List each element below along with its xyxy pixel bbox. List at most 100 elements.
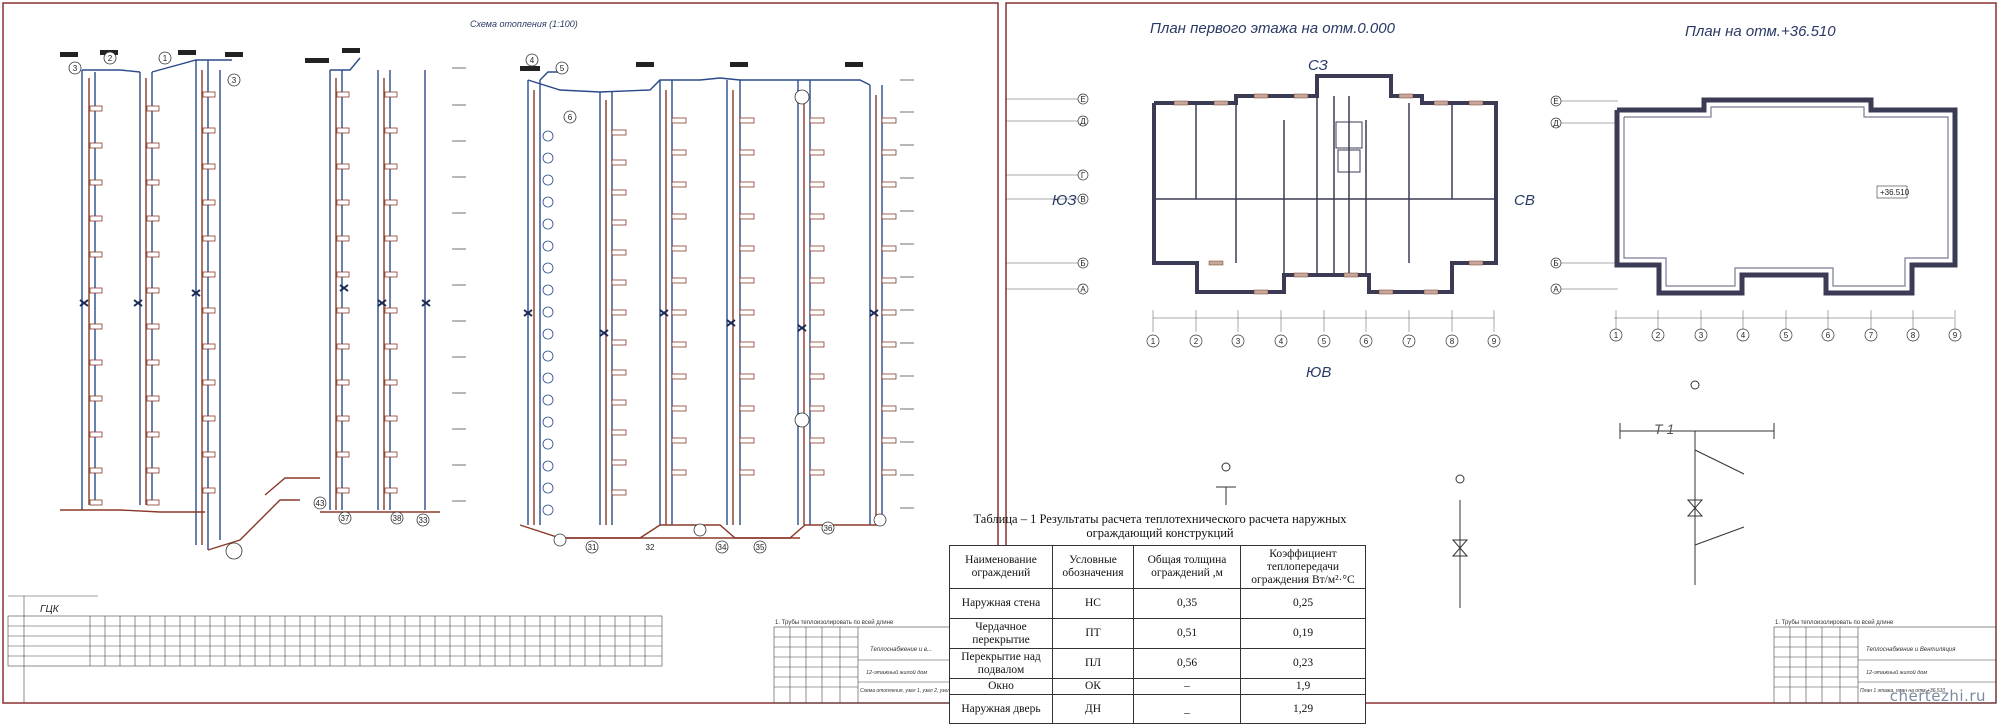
valve-marks: [79, 284, 879, 337]
axis-number: 2: [1656, 331, 1661, 340]
node-label: 43: [316, 499, 325, 508]
table-cell: 0,19: [1240, 618, 1366, 649]
plan2-title: План на отм.+36.510: [1685, 23, 1836, 40]
watermark: chertezhi.ru: [1889, 687, 1986, 705]
riser-number: 1: [163, 54, 168, 63]
riser-group-1: [81, 59, 232, 550]
node-label: 32: [646, 543, 655, 552]
axis-number: 5: [1784, 331, 1789, 340]
table-cell: 0,56: [1133, 648, 1241, 679]
node-label: 37: [341, 514, 350, 523]
table-row: Чердачное перекрытие ПТ 0,51 0,19: [949, 618, 1366, 649]
axis-letter: А: [1080, 285, 1086, 294]
riser-group-3: [527, 71, 883, 525]
top-labels: [60, 48, 863, 71]
direction-sw: ЮЗ: [1052, 192, 1077, 209]
axis-letter: Е: [1080, 95, 1085, 104]
table-cell: Чердачное перекрытие: [949, 618, 1053, 649]
node-detail-right: [1619, 380, 1775, 585]
level-mark-box: [1876, 185, 1908, 199]
axis-number: 8: [1450, 337, 1455, 346]
table-cell: НС: [1052, 588, 1134, 619]
node-label: 31: [588, 543, 597, 552]
axis-letter: Б: [1080, 259, 1085, 268]
axis-number: 2: [1194, 337, 1199, 346]
table-row: Наружная дверь ДН _ 1,29: [949, 694, 1366, 724]
table-row: Перекрытие над подвалом ПЛ 0,56 0,23: [949, 648, 1366, 679]
right-stamp-sheet: План 1 этажа, план на отм.+36.510: [1860, 688, 1945, 694]
table-cell: ОК: [1052, 678, 1134, 695]
table-header-row: Наименование ограждений Условные обознач…: [949, 545, 1366, 589]
table-cell: ПТ: [1052, 618, 1134, 649]
axis-number: 9: [1492, 337, 1497, 346]
axis-letter: А: [1553, 285, 1559, 294]
axis-bubbles: [1077, 93, 1962, 348]
plan2-outer-walls: [1614, 97, 1958, 296]
riser-number: 6: [568, 113, 573, 122]
axis-number: 5: [1322, 337, 1327, 346]
gtk-table: [7, 615, 663, 667]
axis-number: 6: [1364, 337, 1369, 346]
left-stamp-sheet: Схема отопления, узел 1, узел 2, узел 3: [860, 688, 954, 694]
right-note: 1. Трубы теплоизолировать по всей длине: [1775, 619, 1894, 626]
table-cell: 0,51: [1133, 618, 1241, 649]
axis-number: 9: [1953, 331, 1958, 340]
table-cell: Наружная стена: [949, 588, 1053, 619]
radiator-tags: [89, 91, 897, 506]
axis-number: 3: [1236, 337, 1241, 346]
table-cell: Наружная дверь: [949, 694, 1053, 724]
node-label: 35: [756, 543, 765, 552]
axis-number: 1: [1614, 331, 1619, 340]
gtk-label: ГЦК: [40, 604, 60, 615]
axis-number: 4: [1741, 331, 1746, 340]
riser-number: 4: [530, 56, 535, 65]
plan1-windows: [1173, 93, 1484, 295]
plan1-grid: [1005, 98, 1495, 332]
table-row: Наружная стена НС 0,35 0,25: [949, 588, 1366, 619]
results-table-caption: Таблица – 1 Результаты расчета теплотехн…: [940, 512, 1380, 540]
left-note: 1. Трубы теплоизолировать по всей длине: [775, 619, 894, 626]
table-cell: Перекрытие над подвалом: [949, 648, 1053, 679]
table-cell: 1,9: [1240, 678, 1366, 695]
header-cell: Коэффициент теплопередачи ограждения Вт/…: [1240, 545, 1366, 589]
table-cell: 0,35: [1133, 588, 1241, 619]
riser-number-texts: 3 2 1 3 4 5 6 43 37 38 33 31 32 34 35 36: [73, 54, 833, 552]
table-cell: ПЛ: [1052, 648, 1134, 679]
axis-number: 6: [1826, 331, 1831, 340]
node-label: 34: [718, 543, 727, 552]
riser-group-2: [329, 57, 426, 510]
direction-se: ЮВ: [1306, 364, 1331, 381]
axis-letter: В: [1080, 195, 1085, 204]
axis-labels: Е Д Г В Б А 1 2 3 4 5 6 7 8 9 Е Д Б А 1 …: [1080, 95, 1957, 346]
node-label: 36: [824, 524, 833, 533]
floor-plans-drawing: +36.510 Е Д Г В Б А 1 2 3 4 5 6 7 8 9 Е …: [1005, 2, 1997, 704]
table-cell: ДН: [1052, 694, 1134, 724]
riser-number: 3: [232, 76, 237, 85]
table-cell: 1,29: [1240, 694, 1366, 724]
plan2-grid: [1560, 100, 1956, 332]
caption-line-1: Таблица – 1 Результаты расчета теплотехн…: [973, 512, 1347, 526]
direction-ne: СВ: [1514, 192, 1535, 209]
node-label: 33: [419, 516, 428, 525]
left-stamp-object: 12-этажный жилой дом: [866, 669, 927, 676]
axis-number: 1: [1151, 337, 1156, 346]
riser-group-3-returns: [519, 90, 880, 539]
node-label: 38: [393, 514, 402, 523]
header-cell: Наименование ограждений: [949, 545, 1053, 589]
riser-group-1-returns: [60, 70, 320, 551]
axis-letter: Б: [1553, 259, 1558, 268]
level-mark: +36.510: [1880, 188, 1910, 197]
riser-number: 5: [560, 64, 565, 73]
table-cell: 0,23: [1240, 648, 1366, 679]
riser-group-2-returns: [320, 78, 440, 513]
scheme-title: Схема отопления (1:100): [470, 19, 578, 29]
left-stamp-title: Теплоснабжение и в...: [870, 647, 932, 653]
riser-number: 2: [108, 54, 113, 63]
axis-number: 7: [1869, 331, 1874, 340]
table-cell: –: [1133, 678, 1241, 695]
axis-letter: Г: [1081, 171, 1086, 180]
table-cell: Окно: [949, 678, 1053, 695]
axis-number: 7: [1407, 337, 1412, 346]
plan1-outer-walls: [1152, 74, 1498, 294]
axis-number: 8: [1911, 331, 1916, 340]
